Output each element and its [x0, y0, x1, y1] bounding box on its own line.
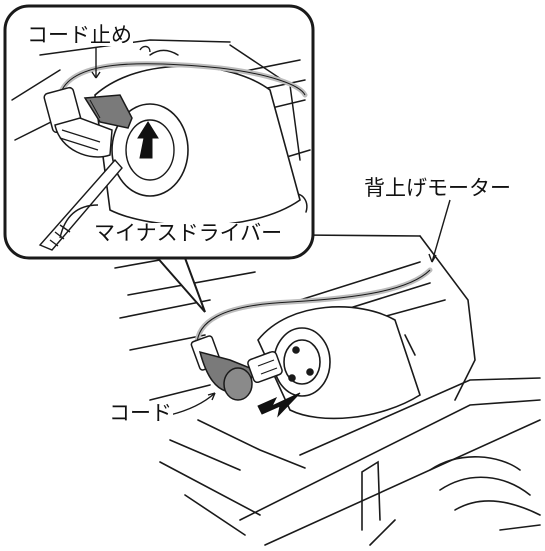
- callout-tail: [154, 254, 206, 313]
- leader-lines: [59, 45, 451, 416]
- zoom-illustration: [11, 39, 311, 251]
- label-cord: コード: [108, 401, 173, 425]
- label-cord-stopper: コード止め: [26, 23, 133, 47]
- lift-arrow-zoom: [137, 121, 159, 159]
- cord-connector-main: [190, 335, 283, 401]
- label-flathead-screwdriver: マイナスドライバー: [93, 221, 284, 245]
- label-back-lift-motor: 背上げモーター: [363, 176, 512, 200]
- bed-frame-main: [114, 234, 541, 546]
- back-lift-motor-body: [257, 306, 421, 420]
- pull-arrow-main: [257, 392, 301, 418]
